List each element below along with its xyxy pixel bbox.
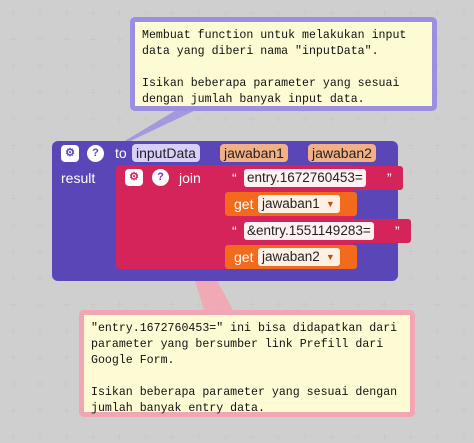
dropdown-caret-icon: ▼ (325, 199, 335, 209)
procedure-comment-icon[interactable]: ? (87, 145, 104, 162)
get-variable-dropdown-2[interactable]: jawaban2 ▼ (258, 248, 340, 266)
get-label: get (234, 196, 254, 212)
procedure-name-field[interactable]: inputData (132, 144, 200, 162)
dropdown-caret-icon: ▼ (325, 252, 335, 262)
join-label: join (179, 170, 201, 186)
join-gear-icon[interactable]: ⚙ (125, 169, 143, 186)
procedure-comment[interactable]: Membuat function untuk melakukan input d… (130, 17, 437, 111)
get-block-jawaban2[interactable]: get jawaban2 ▼ (225, 245, 357, 269)
quote-close: ” (387, 170, 392, 186)
procedure-keyword: to (115, 145, 127, 161)
parameter-jawaban2[interactable]: jawaban2 (308, 144, 376, 162)
join-comment-icon[interactable]: ? (152, 169, 169, 186)
get-block-jawaban1[interactable]: get jawaban1 ▼ (225, 192, 357, 216)
mutator-gear-icon[interactable]: ⚙ (61, 145, 79, 162)
text-value-entry1[interactable]: entry.1672760453= (244, 169, 366, 187)
get-variable-name: jawaban2 (262, 249, 320, 264)
text-block-entry1[interactable]: “ entry.1672760453= ” (225, 166, 403, 190)
parameter-jawaban1[interactable]: jawaban1 (220, 144, 288, 162)
quote-open: “ (232, 223, 237, 239)
get-label: get (234, 249, 254, 265)
text-block-entry2[interactable]: “ &entry.1551149283= ” (225, 219, 411, 243)
text-value-entry2[interactable]: &entry.1551149283= (244, 222, 374, 240)
join-comment[interactable]: "entry.1672760453=" ini bisa didapatkan … (79, 310, 415, 417)
quote-open: “ (232, 170, 237, 186)
get-variable-name: jawaban1 (262, 196, 320, 211)
get-variable-dropdown-1[interactable]: jawaban1 ▼ (258, 195, 340, 213)
quote-close: ” (395, 223, 400, 239)
result-label: result (61, 170, 96, 186)
